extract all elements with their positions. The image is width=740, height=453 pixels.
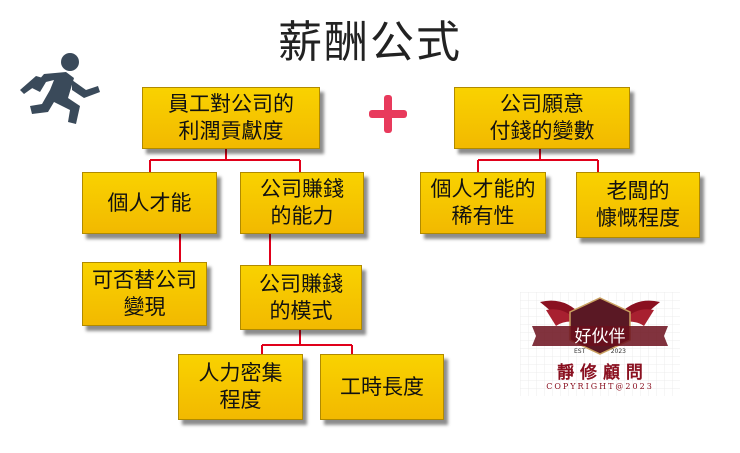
page-title: 薪酬公式 bbox=[278, 17, 462, 68]
running-person-icon bbox=[20, 53, 100, 124]
logo-est-label: EST bbox=[574, 348, 586, 355]
box-employee-contribution: 員工對公司的 利潤貢獻度 bbox=[142, 87, 320, 149]
plus-sign bbox=[369, 95, 407, 133]
box-work-hours: 工時長度 bbox=[320, 354, 444, 420]
connector-willingness bbox=[477, 149, 599, 172]
logo-est-year: 2023 bbox=[610, 348, 626, 355]
box-business-model: 公司賺錢 的模式 bbox=[240, 265, 362, 330]
box-labor-intensity: 人力密集 程度 bbox=[178, 354, 303, 420]
box-boss-generosity: 老闆的 慷慨程度 bbox=[576, 172, 700, 238]
company-logo: 好伙伴 EST 2023 靜 修 顧 問 COPYRIGHT@2023 bbox=[520, 292, 680, 396]
connector-contribution bbox=[149, 149, 301, 172]
box-company-earning-ability: 公司賺錢 的能力 bbox=[240, 172, 364, 234]
connector-model-children bbox=[261, 330, 353, 354]
box-replaceability: 可否替公司 變現 bbox=[82, 262, 207, 326]
box-talent-rarity: 個人才能的 稀有性 bbox=[420, 172, 546, 234]
logo-company-name: 靜 修 顧 問 bbox=[557, 363, 643, 383]
box-company-willingness: 公司願意 付錢的變數 bbox=[454, 87, 630, 149]
logo-badge-text: 好伙伴 bbox=[574, 327, 626, 347]
box-personal-ability: 個人才能 bbox=[82, 172, 217, 234]
logo-copyright: COPYRIGHT@2023 bbox=[546, 382, 654, 391]
logo-emblem bbox=[520, 292, 680, 396]
